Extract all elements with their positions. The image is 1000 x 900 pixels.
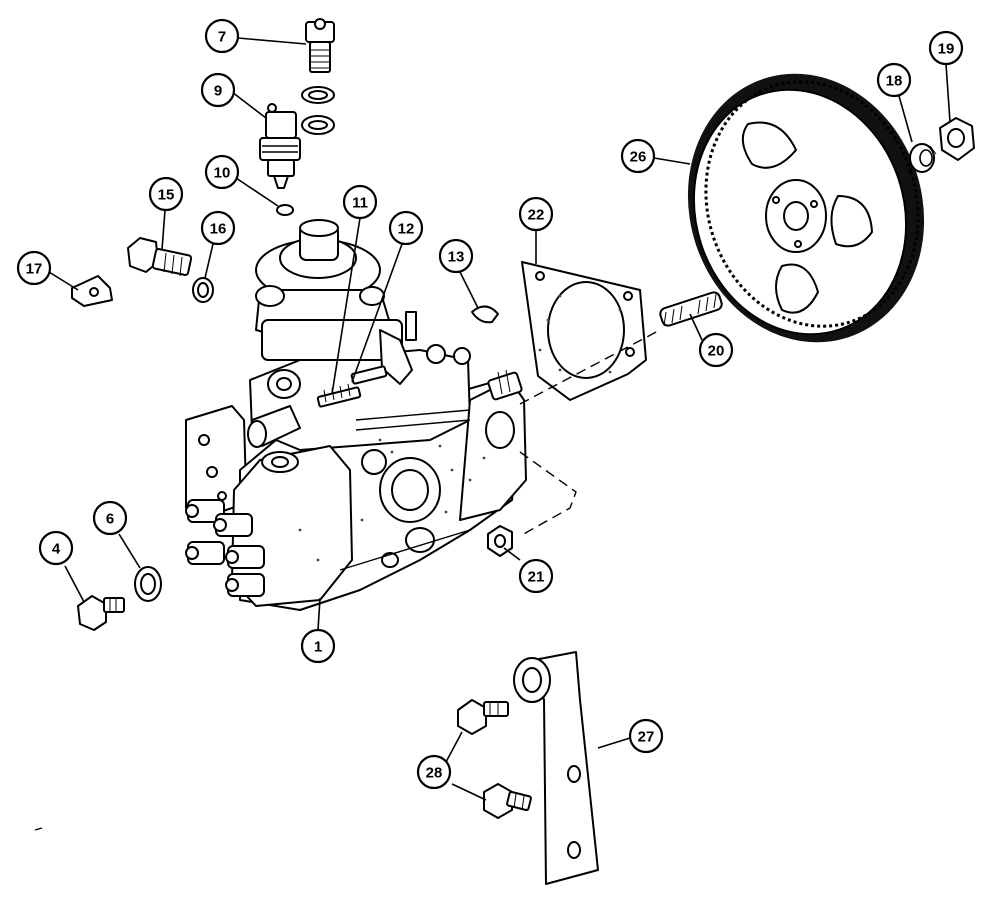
part-woodruff-key xyxy=(471,305,499,324)
part-bracket-bolts xyxy=(457,699,532,819)
callout-label: 7 xyxy=(218,29,226,46)
part-banjo-bolt-outlet xyxy=(77,595,125,631)
part-sealing-washers xyxy=(301,86,335,135)
part-hex-nut xyxy=(939,117,975,161)
callout-13: 13 xyxy=(438,238,474,274)
callout-label: 28 xyxy=(426,765,443,782)
callout-28: 28 xyxy=(416,754,452,790)
callout-22: 22 xyxy=(518,196,554,232)
alignment-line-nut xyxy=(519,451,577,537)
part-nut xyxy=(487,525,513,557)
part-stud xyxy=(659,291,723,327)
part-sealing-washer xyxy=(134,566,162,602)
callout-26: 26 xyxy=(620,138,656,174)
callout-label: 9 xyxy=(214,83,222,100)
callout-label: 18 xyxy=(886,73,903,90)
part-washer xyxy=(192,277,214,303)
part-o-ring xyxy=(276,204,294,216)
callout-9: 9 xyxy=(200,72,236,108)
callout-21: 21 xyxy=(518,558,554,594)
callout-label: 1 xyxy=(314,639,322,656)
part-hex-bolt xyxy=(127,237,193,277)
callout-label: 10 xyxy=(214,165,231,182)
callout-18: 18 xyxy=(876,62,912,98)
callout-16: 16 xyxy=(200,210,236,246)
callout-label: 21 xyxy=(528,569,545,586)
callout-label: 6 xyxy=(106,511,114,528)
part-gasket xyxy=(521,261,647,401)
callout-label: 13 xyxy=(448,249,465,266)
part-banjo-bolt xyxy=(305,18,335,73)
part-solenoid-valve xyxy=(259,103,301,189)
callout-27: 27 xyxy=(628,718,664,754)
callout-label: 15 xyxy=(158,187,175,204)
alignment-line-stud xyxy=(519,329,661,405)
leader-lines xyxy=(48,37,951,801)
callout-label: 26 xyxy=(630,149,647,166)
callout-12: 12 xyxy=(388,210,424,246)
part-support-bracket xyxy=(513,651,599,885)
callout-1: 1 xyxy=(300,628,336,664)
part-injection-pump xyxy=(185,219,527,611)
callout-label: 11 xyxy=(352,195,368,212)
callout-label: 27 xyxy=(638,729,655,746)
callout-7: 7 xyxy=(204,18,240,54)
callout-label: 20 xyxy=(708,343,725,360)
part-spring-washer xyxy=(909,143,937,173)
callout-4: 4 xyxy=(38,530,74,566)
callout-label: 19 xyxy=(938,41,955,58)
callout-label: 17 xyxy=(26,261,43,278)
callout-label: 4 xyxy=(52,541,61,558)
callout-6: 6 xyxy=(92,500,128,536)
part-locking-plate xyxy=(71,275,113,307)
callout-20: 20 xyxy=(698,332,734,368)
part-drive-gear xyxy=(687,73,925,343)
pump-outlets xyxy=(185,499,265,597)
callout-19: 19 xyxy=(928,30,964,66)
callout-10: 10 xyxy=(204,154,240,190)
callout-label: 16 xyxy=(210,221,227,238)
stray-mark xyxy=(34,827,43,831)
callout-15: 15 xyxy=(148,176,184,212)
callout-label: 12 xyxy=(398,221,415,238)
callout-11: 11 xyxy=(342,184,378,220)
callout-label: 22 xyxy=(528,207,545,224)
callout-17: 17 xyxy=(16,250,52,286)
